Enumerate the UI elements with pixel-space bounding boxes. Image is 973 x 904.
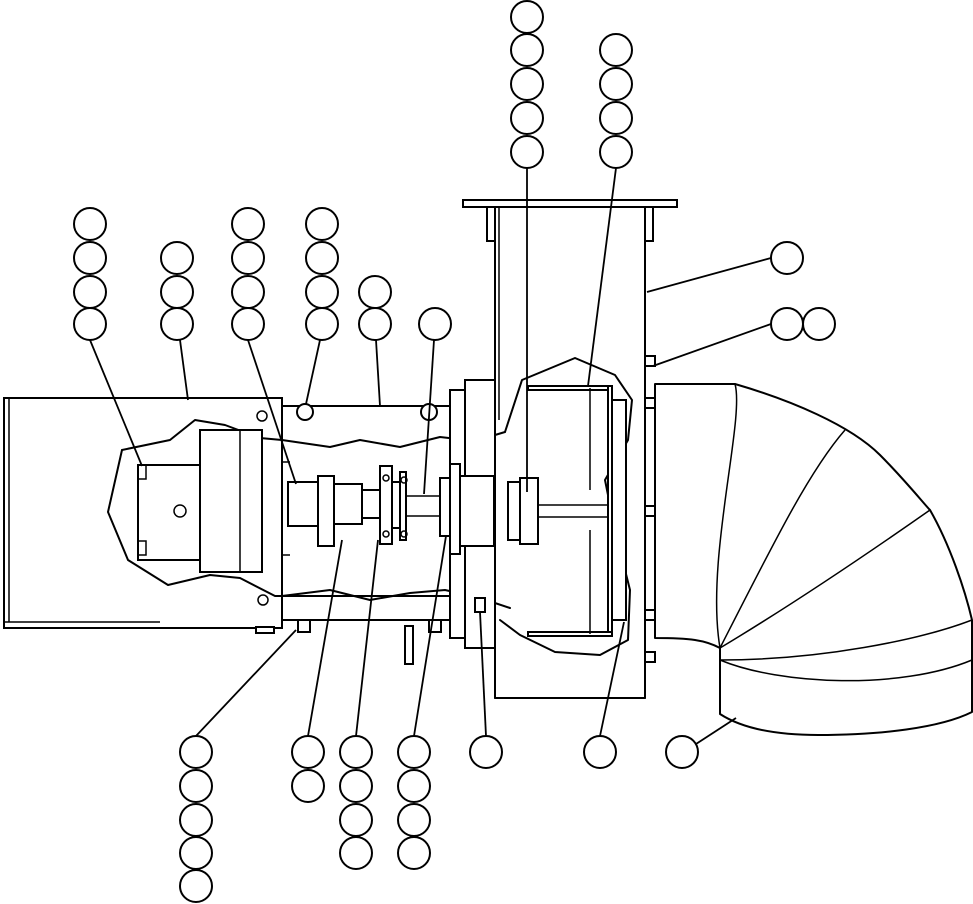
callout-bearing-flange-1 — [397, 735, 431, 769]
callout-top-bolt-3 — [305, 275, 339, 309]
callout-impeller-blade-2 — [599, 67, 633, 101]
callout-motor-housing-4 — [73, 307, 107, 341]
callout-motor-cover-1 — [160, 241, 194, 275]
callout-base-mount-4 — [179, 836, 213, 870]
callout-mount-bolt-1 — [469, 735, 503, 769]
callout-top-bolt-1 — [305, 207, 339, 241]
callout-flex-disc-4 — [339, 836, 373, 870]
callout-motor-coupling-3 — [231, 275, 265, 309]
callout-flange-bolts-1 — [770, 307, 804, 341]
callout-tube-body-2 — [358, 307, 392, 341]
callout-fan-housing-1 — [770, 241, 804, 275]
callout-bearing-flange-3 — [397, 803, 431, 837]
callout-motor-cover-2 — [160, 275, 194, 309]
callout-motor-cover-3 — [160, 307, 194, 341]
callout-motor-coupling-4 — [231, 307, 265, 341]
callout-bearing-flange-4 — [397, 836, 431, 870]
callout-flange-bolts-2 — [802, 307, 836, 341]
callout-motor-coupling-1 — [231, 207, 265, 241]
callout-base-mount-2 — [179, 769, 213, 803]
callout-impeller-hub-4 — [510, 101, 544, 135]
callout-impeller-blade-4 — [599, 135, 633, 169]
callout-flex-disc-3 — [339, 803, 373, 837]
callout-base-mount-1 — [179, 735, 213, 769]
callout-motor-housing-2 — [73, 241, 107, 275]
callout-shaft-1 — [418, 307, 452, 341]
callout-motor-housing-1 — [73, 207, 107, 241]
elbow-duct — [654, 383, 973, 736]
motor-housing — [3, 397, 290, 634]
callout-impeller-hub-1 — [510, 0, 544, 34]
callout-impeller-hub-5 — [510, 135, 544, 169]
callout-inlet-cone-1 — [583, 735, 617, 769]
callout-bubbles — [73, 0, 836, 903]
callout-flex-disc-2 — [339, 769, 373, 803]
callout-top-bolt-4 — [305, 307, 339, 341]
callout-impeller-hub-3 — [510, 67, 544, 101]
callout-motor-coupling-2 — [231, 241, 265, 275]
callout-flex-disc-1 — [339, 735, 373, 769]
callout-elbow-duct-1 — [665, 735, 699, 769]
callout-impeller-hub-2 — [510, 33, 544, 67]
callout-motor-housing-3 — [73, 275, 107, 309]
callout-base-mount-3 — [179, 803, 213, 837]
callout-bearing-flange-2 — [397, 769, 431, 803]
callout-impeller-blade-1 — [599, 33, 633, 67]
shaft-assembly — [287, 463, 495, 555]
callout-coupling-half-1 — [291, 735, 325, 769]
callout-base-mount-5 — [179, 869, 213, 903]
callout-coupling-half-2 — [291, 769, 325, 803]
callout-tube-body-1 — [358, 275, 392, 309]
leader-lines — [89, 167, 772, 745]
callout-impeller-blade-3 — [599, 101, 633, 135]
fan-housing — [462, 199, 678, 699]
callout-top-bolt-2 — [305, 241, 339, 275]
